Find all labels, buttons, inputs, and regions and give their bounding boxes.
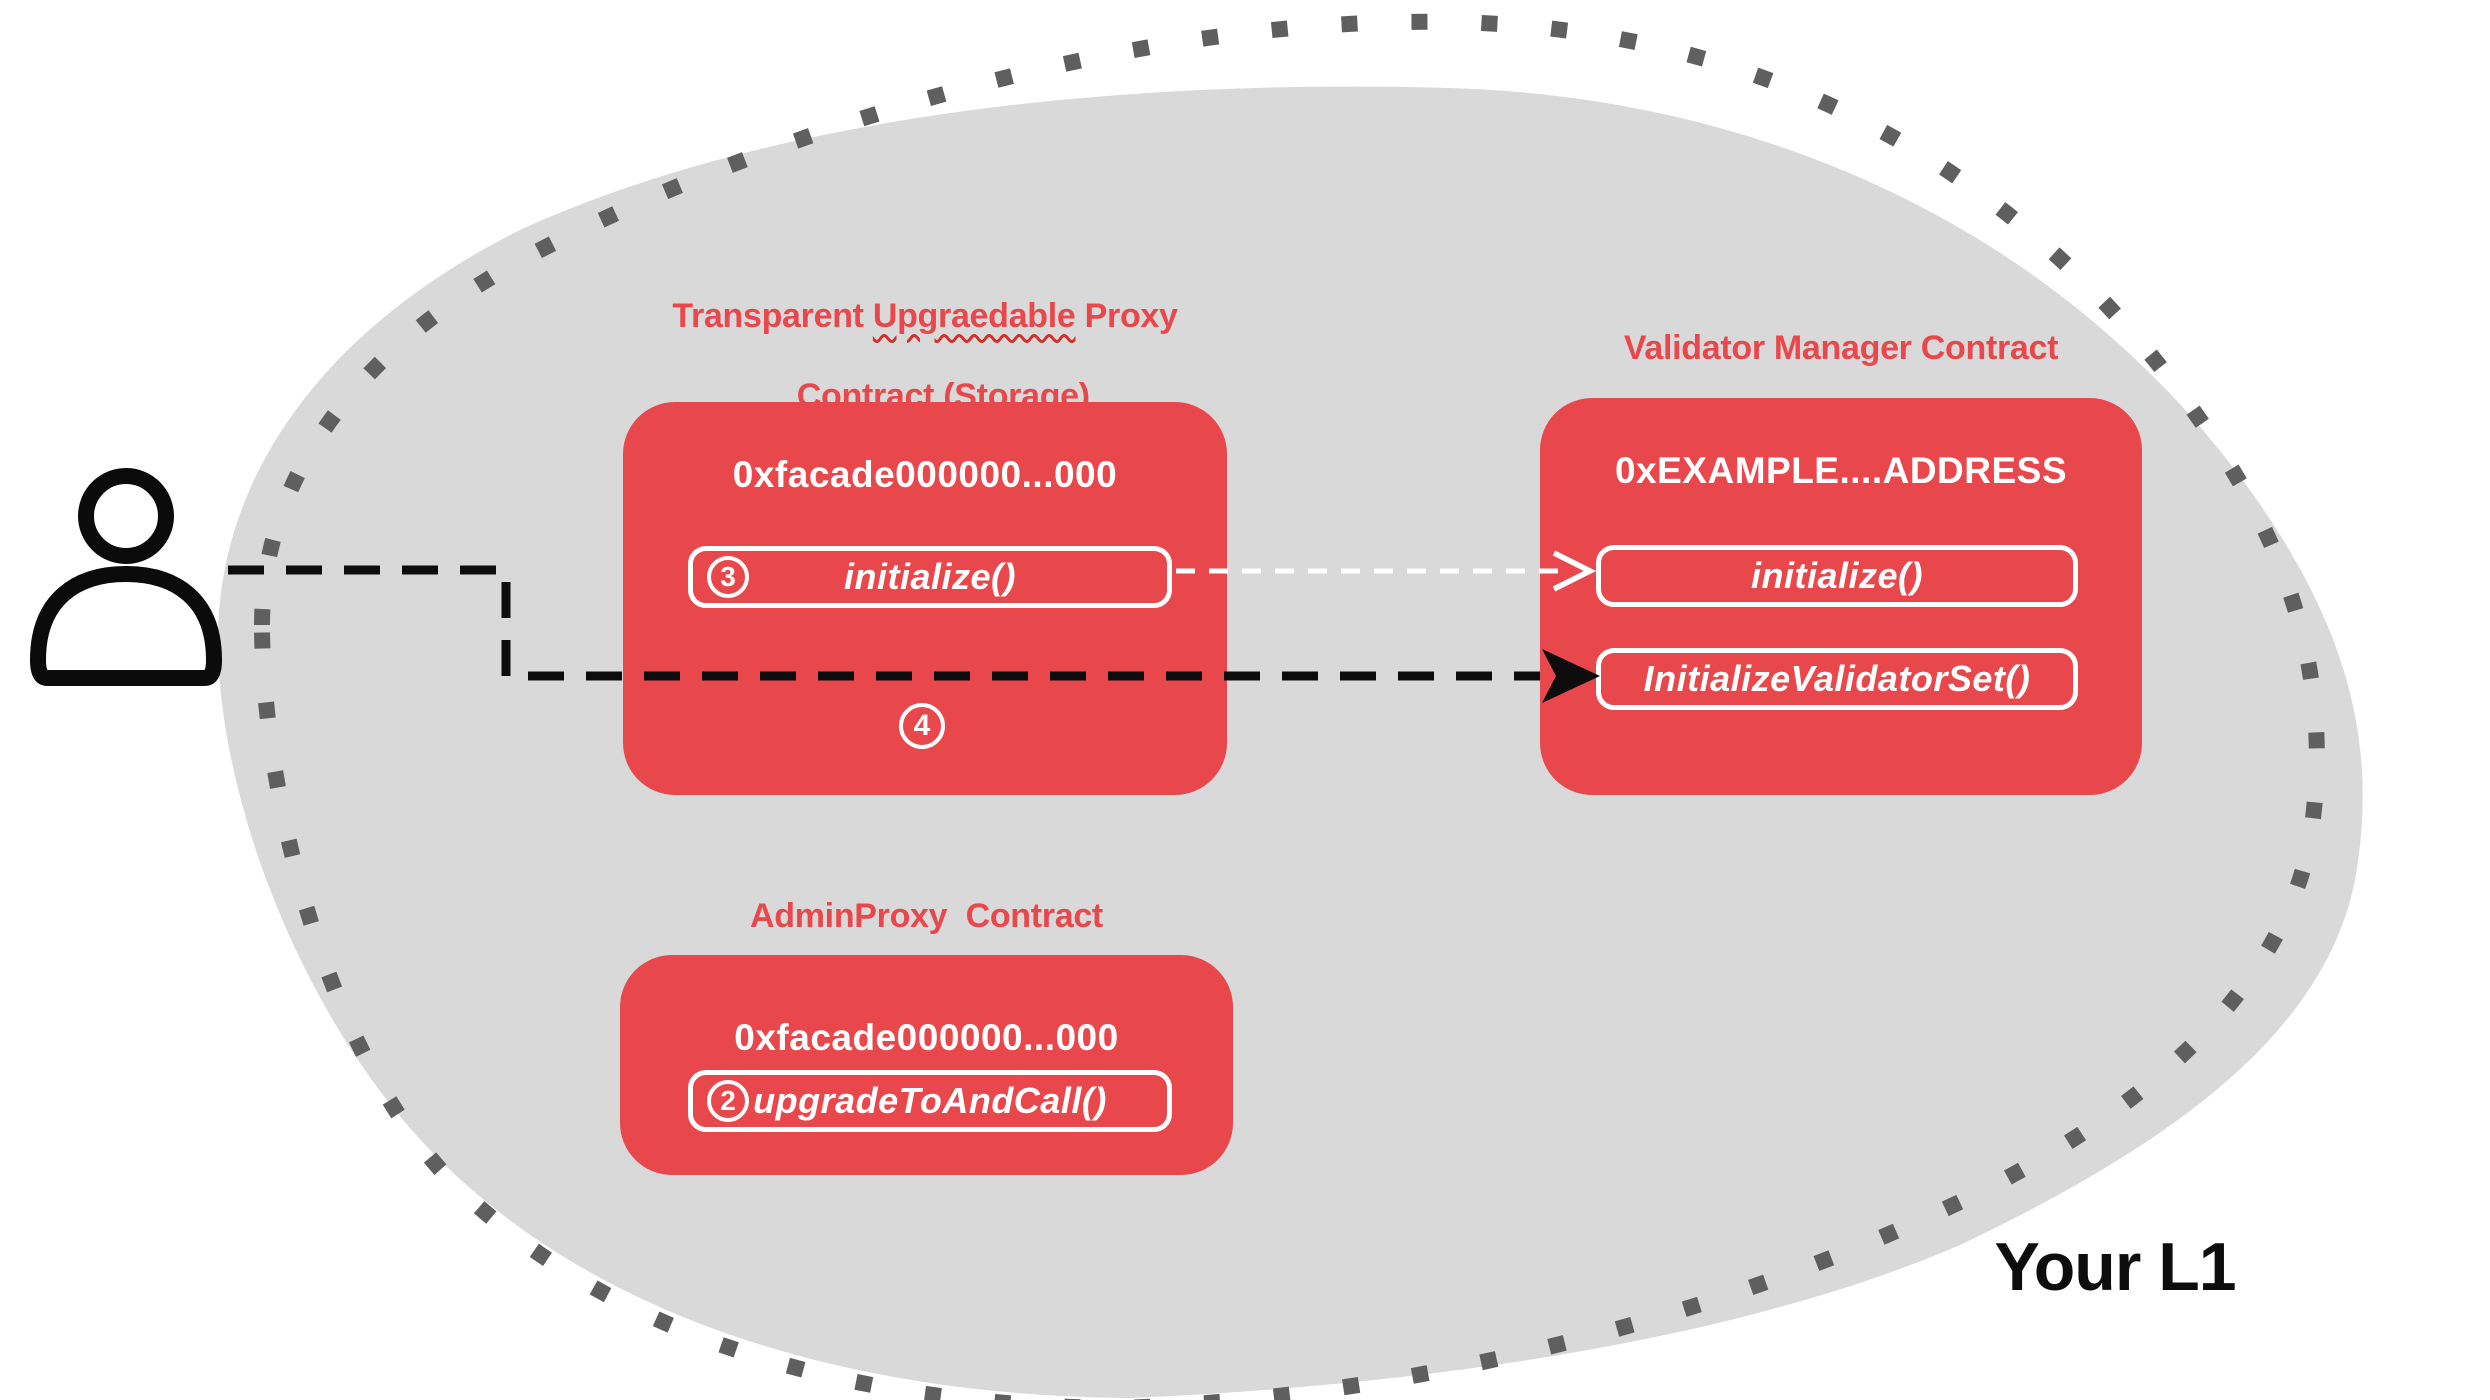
proxy-initialize-method-pill: 3 initialize()	[688, 546, 1172, 608]
step-4-badge: 4	[899, 703, 945, 749]
admin-contract-title: AdminProxy Contract	[750, 897, 1103, 935]
validator-contract-box: 0xEXAMPLE....ADDRESS initialize() Initia…	[1540, 398, 2142, 795]
admin-contract-box: 0xfacade000000...000 2 upgradeToAndCall(…	[620, 955, 1233, 1175]
validator-initialize-label: initialize()	[1750, 555, 1923, 596]
proxy-contract-address: 0xfacade000000...000	[732, 454, 1118, 495]
region-label: Your L1	[1994, 1229, 2236, 1305]
proxy-initialize-label: initialize()	[843, 556, 1016, 597]
proxy-title-prefix: Transparent	[672, 297, 873, 335]
validator-contract-title: Validator Manager Contract	[1623, 329, 2059, 367]
proxy-title-misspelled-word: Upgraedable	[872, 297, 1076, 335]
validator-contract-address: 0xEXAMPLE....ADDRESS	[1614, 450, 2068, 491]
admin-upgradetoandcall-method-pill: 2 upgradeToAndCall()	[688, 1070, 1172, 1132]
validator-initializevalidatorset-label: InitializeValidatorSet()	[1643, 658, 2031, 699]
user-icon	[30, 468, 222, 686]
validator-initializevalidatorset-method-pill: InitializeValidatorSet()	[1596, 648, 2078, 710]
admin-upgradetoandcall-label: upgradeToAndCall()	[753, 1080, 1107, 1121]
step-3-badge: 3	[707, 556, 749, 598]
proxy-title-suffix: Proxy	[1075, 297, 1178, 335]
proxy-contract-title: Transparent Upgraedable Proxy Contract (…	[623, 296, 1227, 456]
validator-initialize-method-pill: initialize()	[1596, 545, 2078, 607]
admin-contract-address: 0xfacade000000...000	[734, 1017, 1119, 1058]
proxy-contract-box: 0xfacade000000...000 3 initialize() 4	[623, 402, 1227, 795]
step-2-badge: 2	[707, 1080, 749, 1122]
